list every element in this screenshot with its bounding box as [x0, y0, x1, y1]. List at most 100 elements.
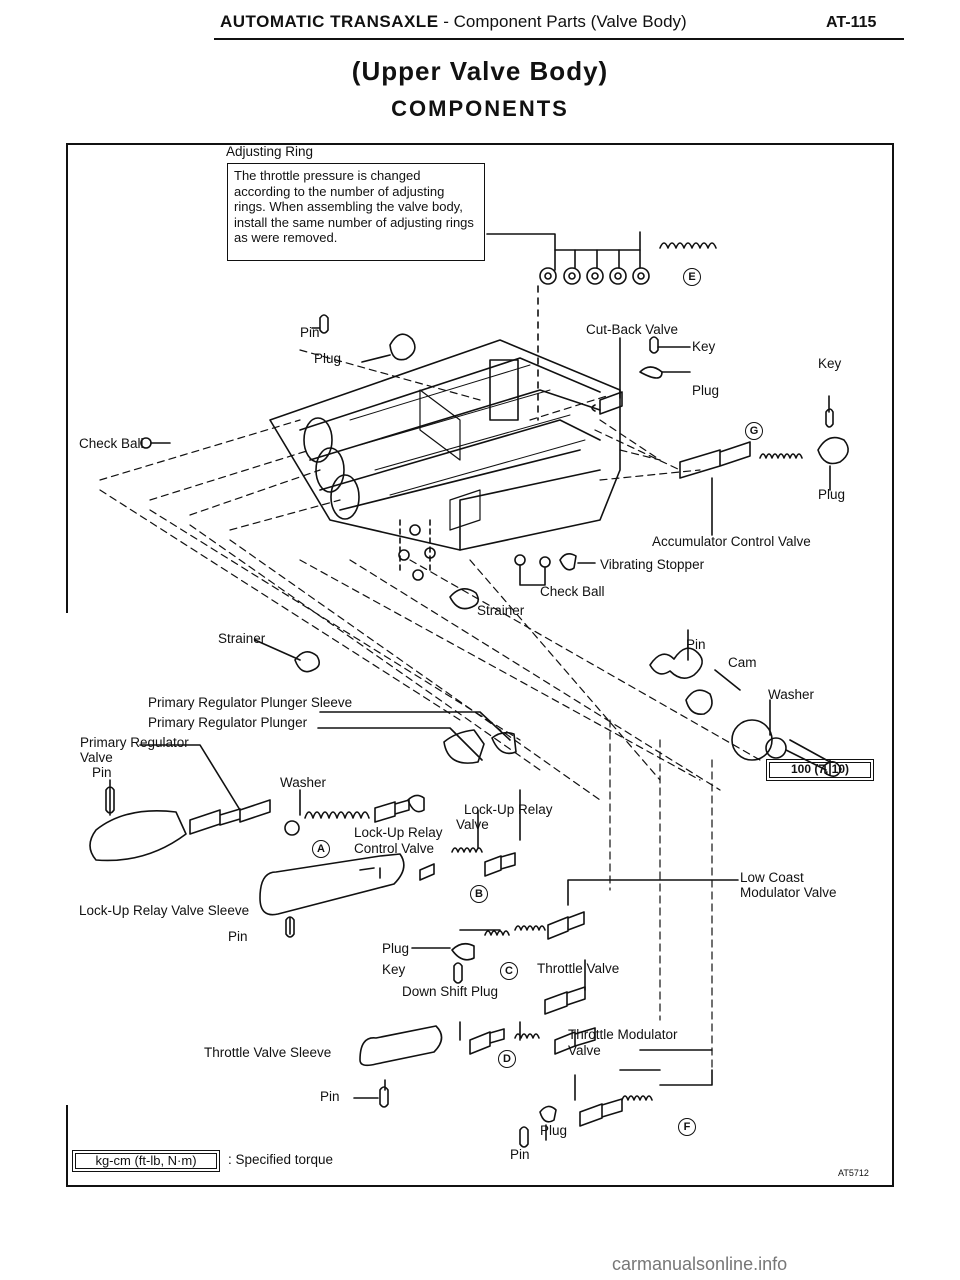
pin-cam-spring-shape: [649, 647, 703, 679]
label-lock-up-relay-control-valve-line1: Lock-Up Relay: [354, 825, 443, 840]
pin-sleeve-shape: [285, 916, 295, 938]
label-check-ball-left: Check Ball: [79, 436, 144, 451]
label-key-right: Key: [818, 356, 842, 371]
primary-regulator-plunger-shape: [491, 731, 517, 755]
spring-marker-c: C: [500, 962, 518, 980]
strainer-center-shape: [449, 588, 480, 610]
label-strainer-left: Strainer: [218, 631, 266, 646]
spring-marker-g: G: [745, 422, 763, 440]
throttle-modulator-plug-shape: [579, 1098, 623, 1127]
cam-shape: [685, 689, 713, 716]
pin-bottom-shape: [519, 1126, 529, 1148]
diagram-frame-left-lower: [66, 1105, 68, 1185]
spring-marker-e: E: [683, 268, 701, 286]
diagram-frame: [66, 143, 894, 1187]
strainer-left-shape: [294, 651, 321, 673]
label-lock-up-relay-valve-line1: Lock-Up Relay: [464, 802, 553, 817]
torque-spec-box: 100 (7, 10): [766, 759, 874, 781]
washer-left-shape: [284, 820, 300, 836]
spring-marker-d: D: [498, 1050, 516, 1068]
vibrating-stopper-shape: [559, 552, 577, 571]
key-cutback-shape: [649, 336, 659, 354]
label-plug-throttle: Plug: [382, 941, 410, 956]
watermark: carmanualsonline.info: [612, 1254, 788, 1274]
plug-throttle-shape: [451, 942, 475, 961]
label-throttle-valve: Throttle Valve: [537, 961, 620, 976]
label-down-shift-plug: Down Shift Plug: [402, 984, 499, 999]
page-subtitle: COMPONENTS: [391, 96, 569, 121]
diagram-frame-left-upper: [66, 143, 68, 613]
figure-id: AT5712: [838, 1168, 869, 1178]
cut-back-valve-shape: [591, 391, 623, 415]
label-accumulator-control-valve: Accumulator Control Valve: [652, 534, 811, 549]
plug-top-shape: [389, 333, 416, 361]
page-header: AUTOMATIC TRANSAXLE - Component Parts (V…: [220, 12, 687, 32]
throttle-spring-top: [659, 242, 717, 249]
label-primary-regulator-plunger-sleeve: Primary Regulator Plunger Sleeve: [148, 695, 353, 710]
bolt-shank: [785, 739, 831, 771]
label-pin-regulator: Pin: [92, 765, 112, 780]
valve-body-casting: [269, 339, 621, 551]
label-throttle-valve-sleeve: Throttle Valve Sleeve: [204, 1045, 332, 1060]
label-washer-left: Washer: [280, 775, 327, 790]
label-washer-right: Washer: [768, 687, 815, 702]
torque-unit-legend: kg-cm (ft-lb, N·m): [72, 1150, 220, 1172]
label-primary-regulator-plunger: Primary Regulator Plunger: [148, 715, 308, 730]
spring-marker-f: F: [678, 1118, 696, 1136]
throttle-valve-sleeve-shape: [359, 1025, 443, 1067]
lock-up-relay-control-valve-shape: [374, 799, 410, 823]
label-pin-sleeve: Pin: [228, 929, 248, 944]
primary-regulator-valve-spools: [189, 799, 271, 835]
header-subtitle: - Component Parts (Valve Body): [438, 12, 687, 31]
header-section: AUTOMATIC TRANSAXLE: [220, 12, 439, 31]
label-pin-bottom: Pin: [510, 1147, 530, 1162]
primary-regulator-valve-shape: [89, 810, 187, 862]
adjusting-ring-label: Adjusting Ring: [226, 144, 314, 159]
lock-up-relay-valve-sleeve-shape: [259, 853, 405, 916]
page-number: AT-115: [826, 14, 877, 31]
washer-right-shape: [731, 719, 773, 761]
header-rule: [214, 38, 904, 40]
spring-marker-b: B: [470, 885, 488, 903]
accumulator-control-valve-shape: [679, 441, 751, 479]
label-primary-regulator-valve-line2: Valve: [80, 750, 113, 765]
label-throttle-modulator-line2: Valve: [568, 1043, 601, 1058]
plug-bottom-shape: [539, 1105, 557, 1123]
low-coast-modulator-valve-shape: [547, 911, 585, 940]
throttle-valve-shape: [544, 986, 586, 1015]
lock-up-relay-valve-shape: [484, 852, 516, 877]
spring-marker-a: A: [312, 840, 330, 858]
label-low-coast-modulator-line1: Low Coast: [740, 870, 804, 885]
label-cam: Cam: [728, 655, 757, 670]
lock-up-relay-plug-shape: [419, 863, 435, 881]
label-strainer-center: Strainer: [477, 603, 525, 618]
down-shift-plug-shape: [469, 1028, 505, 1055]
label-throttle-modulator-line1: Throttle Modulator: [568, 1027, 678, 1042]
label-plug-right: Plug: [818, 487, 846, 502]
label-vibrating-stopper: Vibrating Stopper: [600, 557, 705, 572]
pin-throttle-sleeve-shape: [379, 1079, 389, 1108]
label-cut-back-valve: Cut-Back Valve: [586, 322, 679, 337]
primary-regulator-plunger-sleeve-shape: [443, 729, 485, 764]
label-primary-regulator-valve-line1: Primary Regulator: [80, 735, 189, 750]
primary-regulator-spring: [304, 811, 370, 819]
label-key-cutback: Key: [692, 339, 716, 354]
adjusting-rings: [539, 267, 650, 285]
label-lock-up-relay-valve-line2: Valve: [456, 817, 489, 832]
page-title: (Upper Valve Body): [351, 56, 609, 86]
pin-regulator-shape: [105, 779, 115, 816]
label-plug-bottom: Plug: [540, 1123, 568, 1138]
assembly-guidelines: [99, 349, 761, 1071]
throttle-modulator-valve-shape: [554, 1027, 596, 1055]
label-lock-up-relay-control-valve-line2: Control Valve: [354, 841, 435, 856]
label-key-throttle: Key: [382, 962, 406, 977]
accumulator-spring: [759, 453, 803, 459]
torque-legend-text: : Specified torque: [228, 1152, 334, 1167]
label-pin-throttle-sleeve: Pin: [320, 1089, 340, 1104]
adjusting-ring-note: The throttle pressure is changed accordi…: [227, 163, 485, 261]
key-right-shape: [825, 395, 834, 428]
label-pin-cam: Pin: [686, 637, 706, 652]
label-plug-top: Plug: [314, 351, 342, 366]
label-check-ball-center: Check Ball: [540, 584, 605, 599]
plug-cutback-shape: [639, 366, 663, 379]
